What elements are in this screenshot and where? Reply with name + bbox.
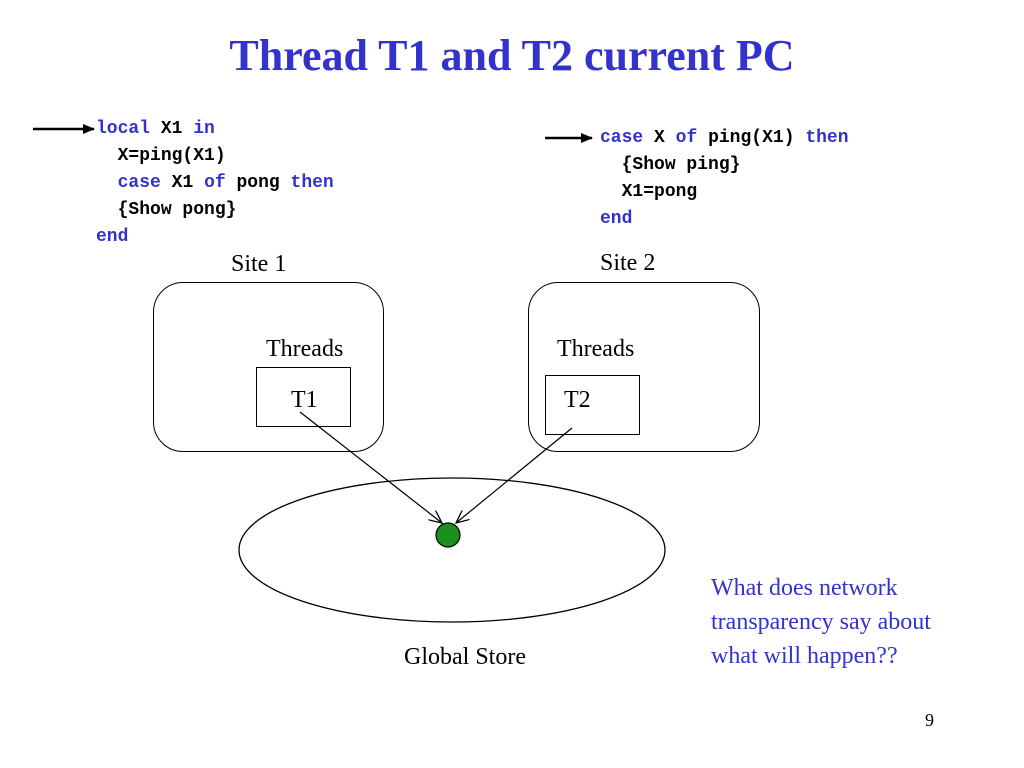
keyword: in (193, 119, 215, 139)
code-block-left: local X1 in X=ping(X1) case X1 of pong t… (96, 116, 334, 251)
keyword: of (204, 173, 226, 193)
store-variable-node (435, 522, 461, 548)
code-token: X1 (171, 173, 194, 193)
keyword: then (805, 128, 849, 148)
code-token: pong (236, 173, 280, 193)
global-store-ellipse (238, 477, 666, 623)
keyword: local (96, 119, 151, 139)
code-left-line-5: end (96, 224, 334, 251)
code-token: X=ping(X1) (117, 146, 226, 166)
site2-label: Site 2 (600, 250, 656, 276)
keyword: then (290, 173, 334, 193)
site1-label: Site 1 (231, 251, 287, 277)
code-right-line-1: case X of ping(X1) then (600, 125, 849, 152)
keyword: end (600, 209, 633, 229)
t2-reference-arrow (456, 427, 573, 523)
keyword: case (600, 128, 644, 148)
code-token: X1=pong (621, 182, 698, 202)
thread-t1-box (256, 367, 351, 427)
thread-t2-box (545, 375, 640, 435)
thread-t2-label: T2 (564, 387, 591, 413)
question-line-2: transparency say about (711, 609, 931, 635)
code-token: X (654, 128, 665, 148)
code-token: ping(X1) (708, 128, 795, 148)
question-text: What does network transparency say about… (711, 571, 931, 673)
site2-threads-label: Threads (557, 336, 635, 362)
keyword: of (675, 128, 698, 148)
code-token: {Show pong} (117, 200, 237, 220)
thread-t1-label: T1 (291, 387, 318, 413)
code-left-line-3: case X1 of pong then (96, 170, 334, 197)
t1-reference-arrow (299, 411, 442, 523)
slide-title: Thread T1 and T2 current PC (229, 31, 795, 80)
code-left-line-2: X=ping(X1) (96, 143, 334, 170)
code-right-line-4: end (600, 206, 849, 233)
question-line-3: what will happen?? (711, 643, 898, 669)
code-token: X1 (160, 119, 183, 139)
site1-threads-label: Threads (266, 336, 344, 362)
global-store-label: Global Store (404, 644, 526, 670)
question-line-1: What does network (711, 575, 898, 601)
keyword: end (96, 227, 129, 247)
code-block-right: case X of ping(X1) then {Show ping} X1=p… (600, 125, 849, 233)
page-number: 9 (925, 710, 934, 730)
code-right-line-3: X1=pong (600, 179, 849, 206)
code-left-line-4: {Show pong} (96, 197, 334, 224)
code-token: {Show ping} (621, 155, 741, 175)
code-left-line-1: local X1 in (96, 116, 334, 143)
code-right-line-2: {Show ping} (600, 152, 849, 179)
keyword: case (117, 173, 161, 193)
